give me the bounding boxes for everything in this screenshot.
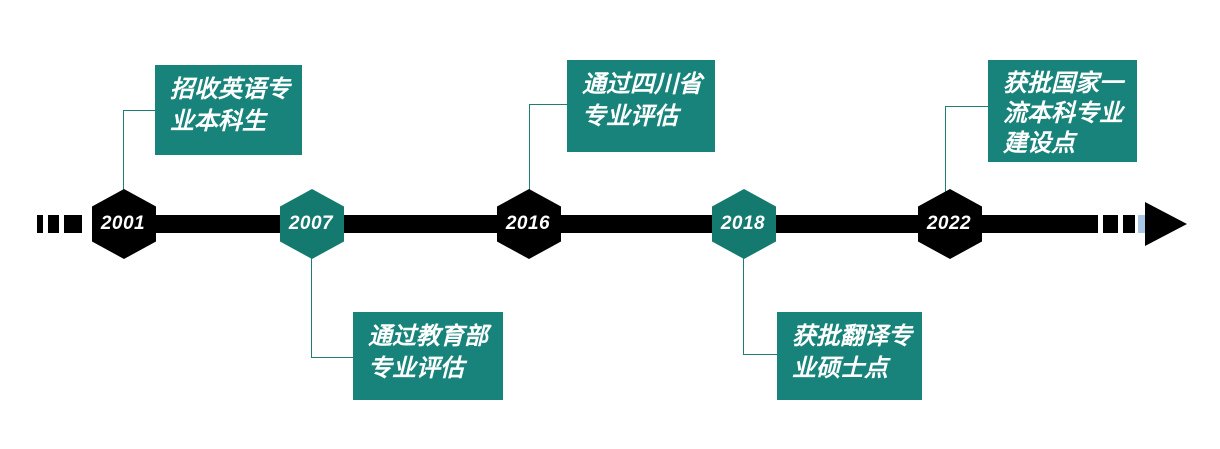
connector-2016: [529, 104, 568, 191]
timeline-node-2007: 2007: [280, 189, 344, 259]
timeline-start-dash: [48, 215, 59, 233]
timeline-axis-line: [100, 215, 1098, 233]
year-label: 2022: [926, 213, 972, 234]
timeline-node-2001: 2001: [92, 189, 156, 259]
timeline-node-2022: 2022: [918, 189, 982, 259]
timeline-node-2016: 2016: [497, 189, 561, 259]
event-callout-2016: 通过四川省 专业评估: [567, 60, 715, 152]
connector-2007: [311, 258, 354, 358]
event-callout-2001: 招收英语专 业本科生: [155, 65, 302, 155]
timeline-node-2018: 2018: [712, 189, 776, 259]
timeline-end-dash: [1103, 215, 1118, 233]
year-label: 2016: [505, 213, 551, 234]
timeline-start-dash: [64, 215, 82, 233]
event-callout-2007: 通过教育部 专业评估: [353, 312, 503, 400]
connector-2022: [945, 106, 989, 194]
connector-2018: [743, 258, 778, 355]
year-label: 2001: [100, 213, 146, 234]
event-callout-2022: 获批国家一 流本科专业 建设点: [988, 60, 1137, 162]
timeline-end-dash-blue: [1138, 215, 1147, 233]
timeline-start-dash: [37, 215, 43, 233]
year-label: 2018: [720, 213, 766, 234]
event-callout-2018: 获批翻译专 业硕士点: [777, 312, 922, 400]
connector-2001: [123, 110, 156, 191]
year-label: 2007: [288, 213, 334, 234]
arrow-right-icon: [1145, 202, 1187, 246]
timeline-end-dash: [1123, 215, 1135, 233]
